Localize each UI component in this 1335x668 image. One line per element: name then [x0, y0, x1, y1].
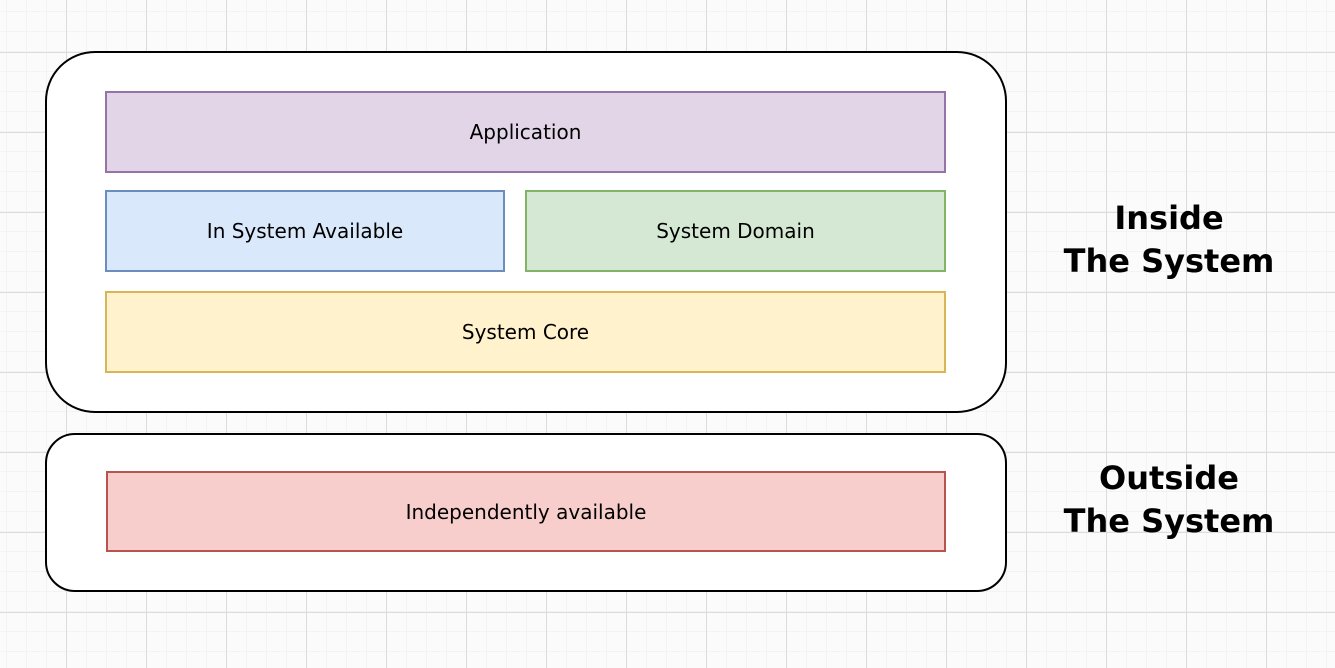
- outside-the-system-label: Outside The System: [1019, 457, 1319, 543]
- application-box: Application: [105, 91, 946, 173]
- inside-the-system-label: Inside The System: [1019, 197, 1319, 283]
- independently-available-box: Independently available: [106, 471, 946, 552]
- inside-the-system-label-line2: The System: [1063, 242, 1275, 280]
- in-system-available-box: In System Available: [105, 190, 505, 272]
- inside-the-system-label-line1: Inside: [1114, 199, 1224, 237]
- system-domain-box: System Domain: [525, 190, 946, 272]
- application-box-label: Application: [469, 120, 582, 144]
- outside-the-system-label-line2: The System: [1063, 502, 1275, 540]
- in-system-available-box-label: In System Available: [206, 219, 404, 243]
- system-core-box-label: System Core: [461, 320, 590, 344]
- outside-the-system-label-line1: Outside: [1099, 459, 1239, 497]
- system-domain-box-label: System Domain: [656, 219, 815, 243]
- independently-available-box-label: Independently available: [405, 499, 647, 524]
- system-core-box: System Core: [105, 291, 946, 373]
